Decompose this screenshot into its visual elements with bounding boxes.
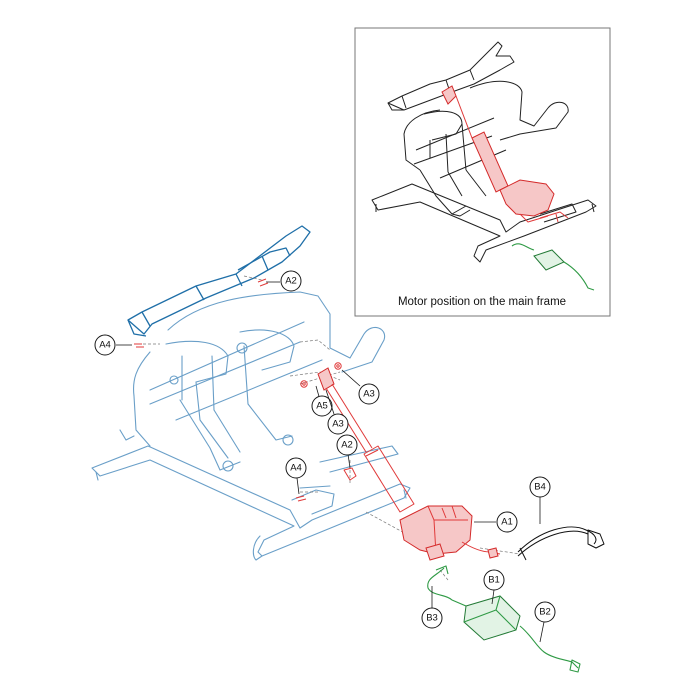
svg-text:A5: A5 — [316, 401, 328, 412]
svg-text:A2: A2 — [285, 276, 297, 287]
actuator-motor — [134, 278, 501, 561]
pin-a2-top — [257, 278, 269, 287]
pin-a4-lower — [295, 495, 307, 502]
inset-panel: Motor position on the main frame — [354, 27, 611, 317]
inset-caption: Motor position on the main frame — [398, 296, 566, 308]
callout-b4: B4 — [529, 476, 551, 524]
main-frame — [91, 225, 411, 561]
washer-a5 — [300, 380, 308, 388]
svg-text:A4: A4 — [290, 463, 302, 474]
callout-a2-top: A2 — [266, 270, 302, 292]
power-supply — [427, 565, 581, 673]
svg-text:A4: A4 — [99, 340, 111, 351]
callout-b2: B2 — [534, 601, 556, 643]
inset-power-supply — [511, 211, 595, 291]
callout-b1: B1 — [483, 569, 505, 605]
svg-text:B2: B2 — [539, 607, 551, 618]
callout-b3: B3 — [421, 586, 443, 629]
svg-text:A2: A2 — [341, 440, 353, 451]
svg-text:A1: A1 — [501, 517, 513, 528]
callout-a2-lower: A2 — [336, 434, 358, 469]
callout-a1: A1 — [474, 511, 518, 533]
svg-text:B4: B4 — [534, 482, 546, 493]
callout-a3-mid: A3 — [325, 389, 349, 435]
pin-a4-left — [134, 343, 144, 348]
inset-border — [354, 27, 611, 317]
extension-cable — [517, 526, 605, 561]
inset-actuator — [441, 85, 555, 223]
washer-a3-top — [334, 362, 342, 370]
callout-a5: A5 — [311, 385, 333, 417]
svg-text:A3: A3 — [332, 419, 344, 430]
callout-a3-top: A3 — [341, 369, 380, 405]
pin-a2-lower — [343, 467, 357, 481]
svg-text:B1: B1 — [488, 575, 500, 586]
callout-a4-lower: A4 — [285, 457, 307, 495]
callout-a4-left: A4 — [94, 334, 132, 356]
svg-text:A3: A3 — [363, 389, 375, 400]
svg-text:B3: B3 — [426, 613, 438, 624]
inset-frame-drawing — [371, 41, 597, 263]
